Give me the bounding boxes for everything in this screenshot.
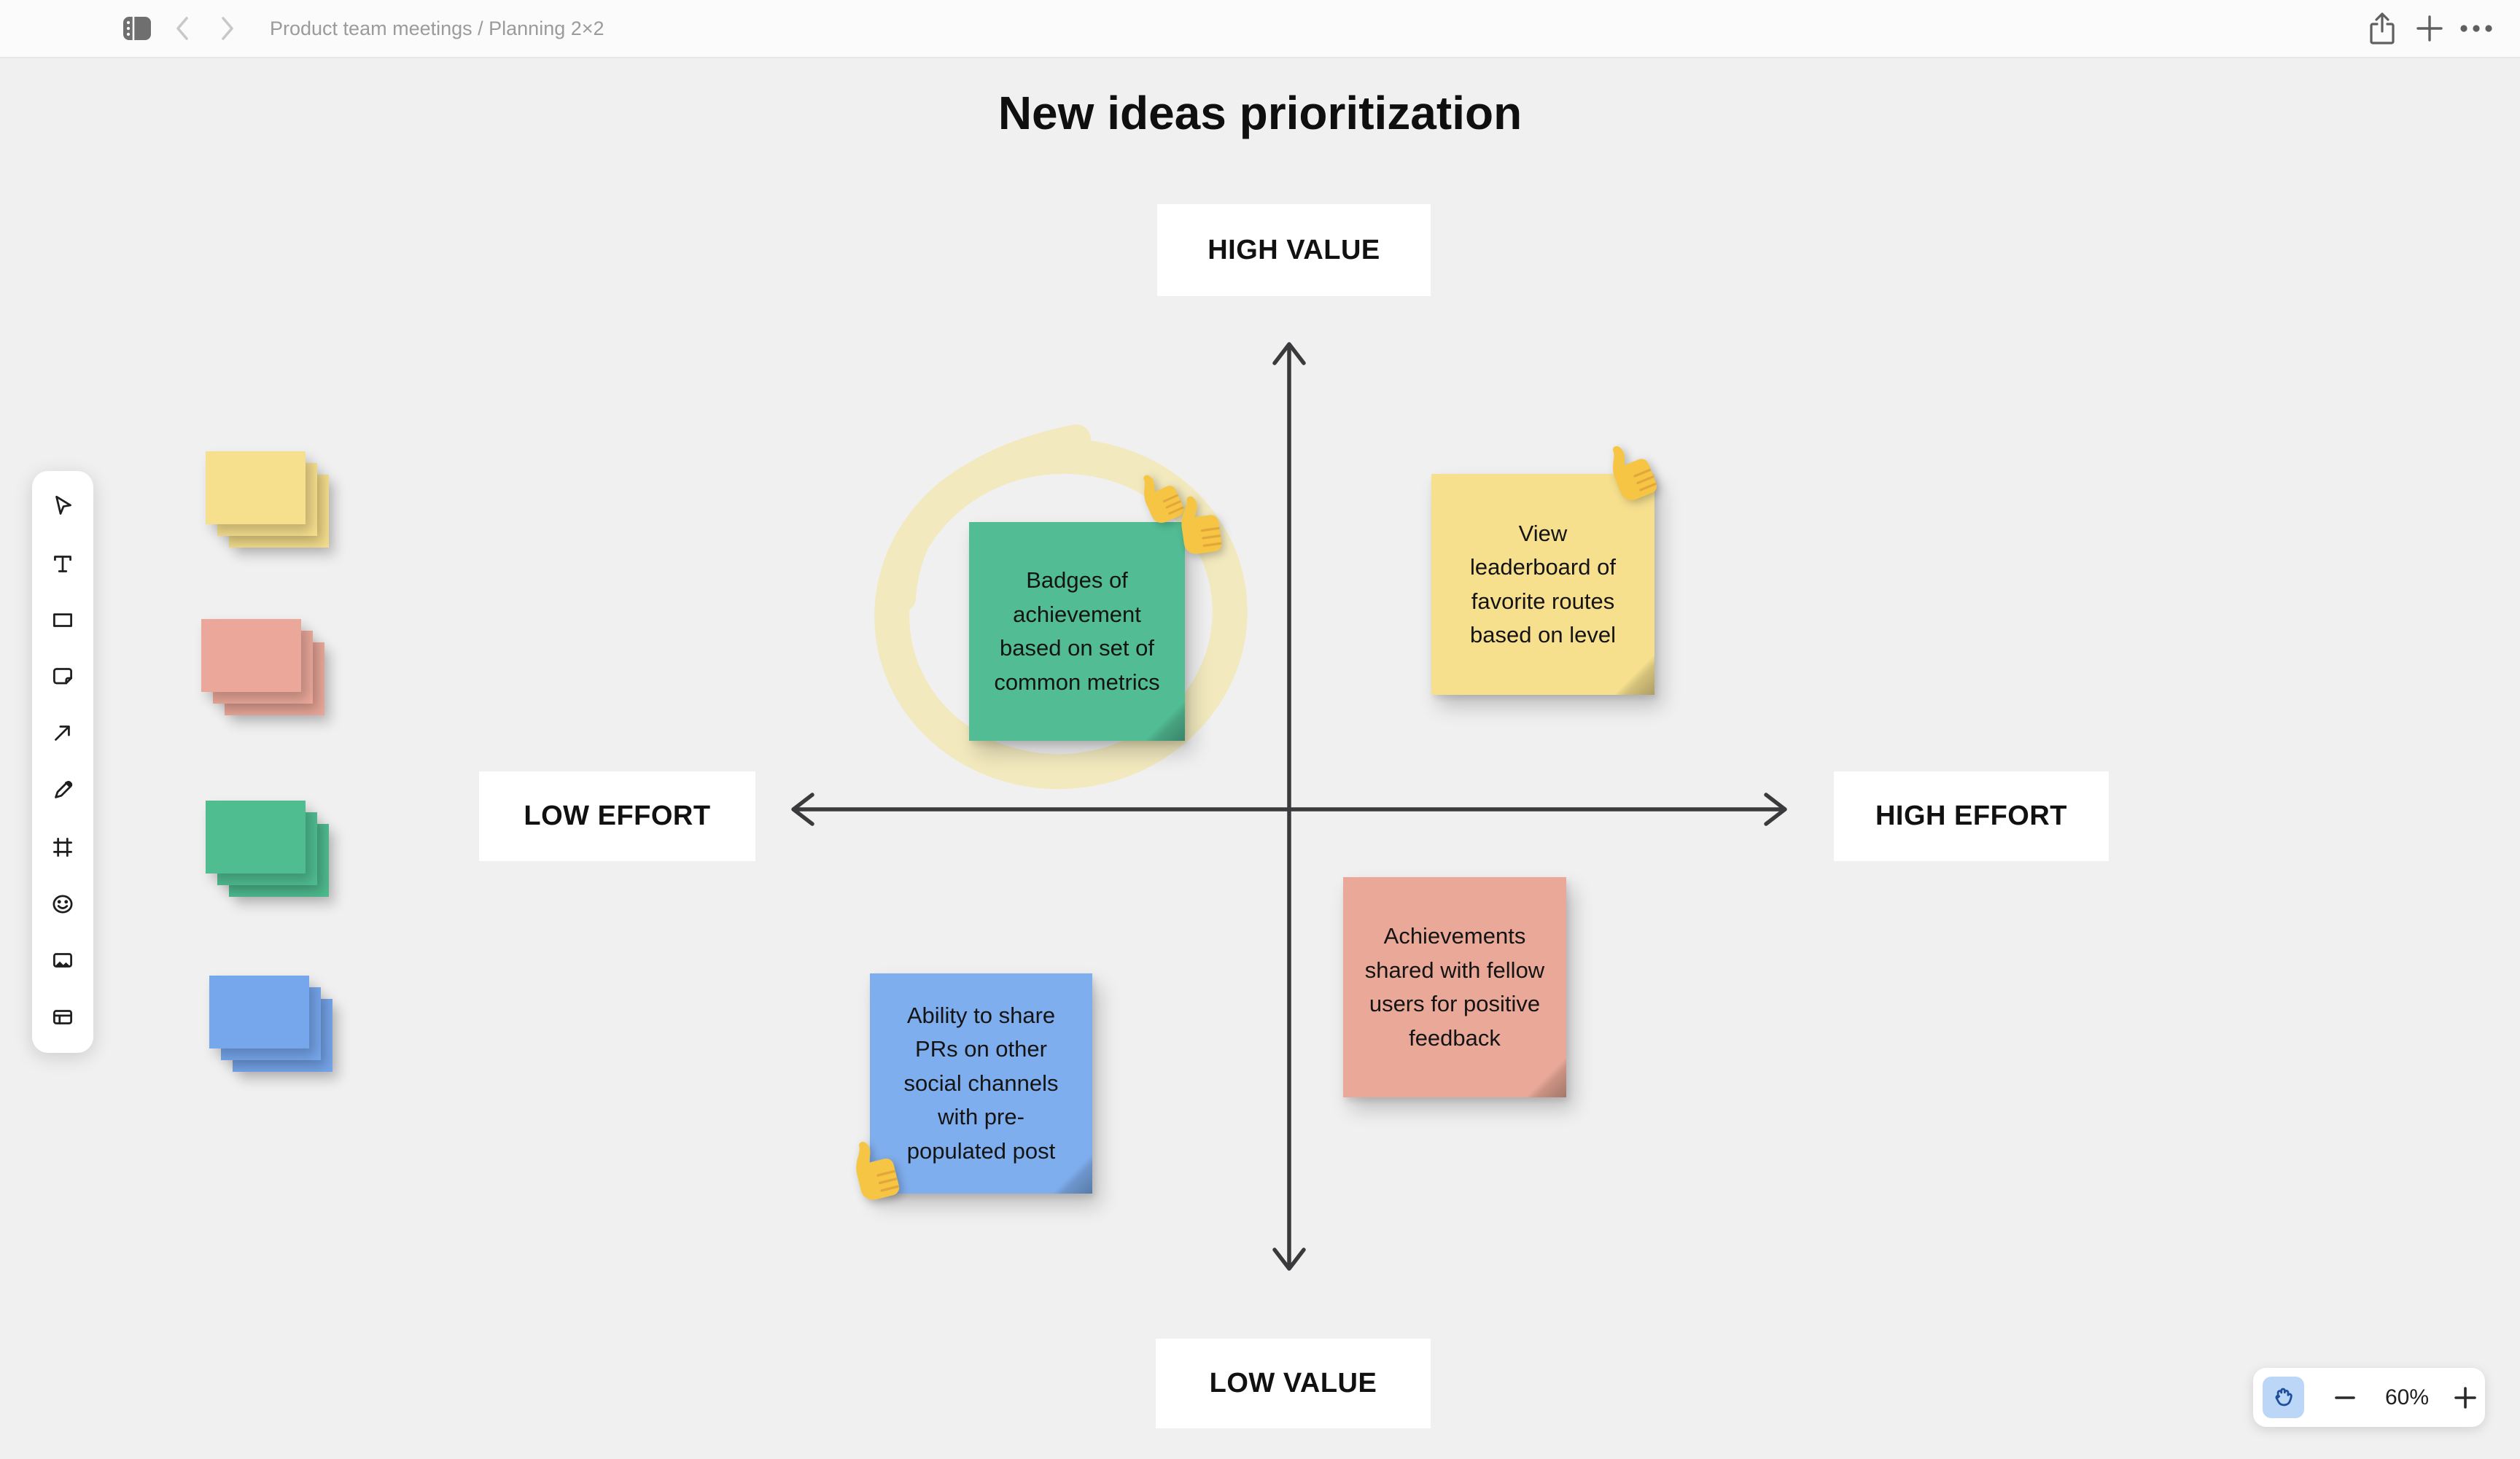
sticky-note-pink[interactable]: Achievements shared with fellow users fo…	[1343, 877, 1566, 1097]
sticky-note-yellow[interactable]: View leaderboard of favorite routes base…	[1431, 474, 1654, 695]
note-text: View leaderboard of favorite routes base…	[1470, 520, 1616, 648]
thumbs-up-reaction[interactable]	[1158, 489, 1237, 567]
label-low-effort[interactable]: LOW EFFORT	[479, 771, 755, 861]
stack-sheet	[209, 976, 309, 1048]
select-tool-button[interactable]	[42, 486, 84, 528]
note-text: Badges of achievement based on set of co…	[994, 567, 1160, 695]
sticky-note-blue[interactable]: Ability to share PRs on other social cha…	[870, 973, 1092, 1194]
text-icon	[54, 555, 71, 572]
arrow-tool-button[interactable]	[42, 712, 84, 755]
pen-tool-button[interactable]	[42, 769, 84, 812]
sticky-note-green[interactable]: Badges of achievement based on set of co…	[969, 522, 1185, 741]
frame-tool-button[interactable]	[42, 826, 84, 868]
text-tool-button[interactable]	[42, 542, 84, 585]
rectangle-icon	[53, 613, 72, 628]
sticky-note-icon	[53, 668, 72, 685]
sticky-stack-yellow[interactable]	[206, 451, 331, 550]
plus-icon	[2416, 15, 2443, 42]
cursor-icon	[55, 495, 71, 515]
note-text: Achievements shared with fellow users fo…	[1364, 923, 1545, 1051]
back-button[interactable]	[174, 0, 191, 57]
zoom-panel: 60%	[2253, 1368, 2485, 1427]
more-button[interactable]	[2459, 0, 2494, 57]
stack-sheet	[206, 451, 306, 524]
forward-button[interactable]	[219, 0, 236, 57]
minus-icon	[2335, 1396, 2355, 1399]
chevron-left-icon	[176, 17, 188, 40]
label-high-value[interactable]: HIGH VALUE	[1157, 204, 1431, 296]
board-title[interactable]: New ideas prioritization	[998, 87, 1522, 139]
tool-panel	[32, 471, 93, 1053]
table-icon	[53, 1010, 72, 1024]
image-tool-button[interactable]	[42, 939, 84, 981]
stack-sheet	[201, 619, 301, 692]
label-high-effort[interactable]: HIGH EFFORT	[1834, 771, 2109, 861]
topbar: Product team meetings / Planning 2×2	[0, 0, 2520, 58]
note-text: Ability to share PRs on other social cha…	[903, 1002, 1059, 1164]
sticky-stack-pink[interactable]	[201, 619, 327, 718]
sidebar-toggle-button[interactable]	[122, 0, 152, 57]
highlight-ring[interactable]	[831, 402, 1305, 833]
chevron-right-icon	[222, 17, 233, 40]
sidebar-icon	[123, 17, 151, 40]
emoji-tool-button[interactable]	[42, 883, 84, 925]
frame-icon	[53, 837, 72, 857]
zoom-level[interactable]: 60%	[2384, 1385, 2430, 1409]
pencil-icon	[55, 780, 73, 798]
shape-tool-button[interactable]	[42, 599, 84, 641]
zoom-out-button[interactable]	[2333, 1386, 2357, 1409]
plus-icon	[2454, 1386, 2476, 1409]
sticky-stack-blue[interactable]	[209, 976, 335, 1075]
arrow-icon	[55, 725, 70, 741]
image-icon	[53, 953, 72, 968]
new-board-button[interactable]	[2415, 0, 2444, 57]
breadcrumb[interactable]: Product team meetings / Planning 2×2	[270, 17, 604, 39]
hand-icon	[2275, 1388, 2292, 1406]
share-button[interactable]	[2367, 0, 2398, 57]
label-low-value[interactable]: LOW VALUE	[1156, 1339, 1431, 1428]
stack-sheet	[206, 801, 306, 874]
smiley-icon	[52, 895, 73, 913]
ellipsis-icon	[2460, 25, 2492, 32]
sticky-note-tool-button[interactable]	[42, 655, 84, 698]
share-icon	[2370, 12, 2395, 44]
pan-tool-button[interactable]	[2263, 1377, 2304, 1418]
matrix-axes	[791, 342, 1787, 1271]
sticky-stack-green[interactable]	[206, 801, 331, 900]
zoom-in-button[interactable]	[2453, 1385, 2478, 1410]
table-tool-button[interactable]	[42, 996, 84, 1038]
